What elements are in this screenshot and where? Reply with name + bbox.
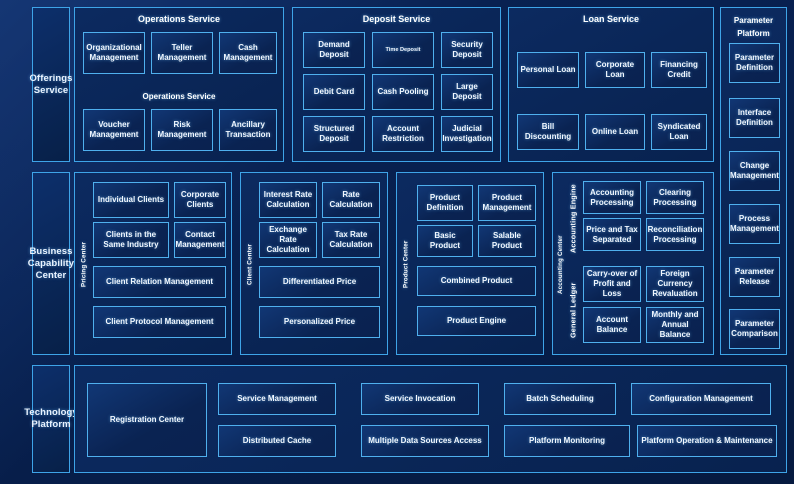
cell-service-invocation[interactable]: Service Invocation [361,383,479,415]
cell-voucher-management[interactable]: Voucher Management [83,109,145,151]
cell-multiple-data-sources-access[interactable]: Multiple Data Sources Access [361,425,489,457]
cell-foreign-currency-revaluation[interactable]: Foreign Currency Revaluation [646,266,704,302]
panel-operations-service-title: Operations Service [137,14,221,24]
cell-client-relation-management[interactable]: Client Relation Management [93,266,226,298]
cell-basic-product[interactable]: Basic Product [417,225,473,257]
cell-time-deposit[interactable]: Time Deposit [372,32,434,68]
band-offerings-service: Operations Service Operations Service Or… [74,7,714,162]
cell-ancillary-transaction[interactable]: Ancillary Transaction [219,109,277,151]
cell-change-management[interactable]: Change Management [729,151,780,191]
cell-platform-operation-and-maintenance[interactable]: Platform Operation & Maintenance [637,425,777,457]
cell-syndicated-loan[interactable]: Syndicated Loan [651,114,707,150]
cell-account-restriction[interactable]: Account Restriction [372,116,434,152]
sidebar-band-business-capability-center-label: Business Capability Center [28,246,74,282]
cell-teller-management[interactable]: Teller Management [151,32,213,74]
cell-account-balance[interactable]: Account Balance [583,307,641,343]
cell-rate-calculation[interactable]: Rate Calculation [322,182,380,218]
cell-security-deposit[interactable]: Security Deposit [441,32,493,68]
cell-reconciliation-processing[interactable]: Reconciliation Processing [646,218,704,251]
sidebar-band-offerings-service[interactable]: Offerings Service [29,7,72,162]
cell-demand-deposit[interactable]: Demand Deposit [303,32,365,68]
cell-registration-center[interactable]: Registration Center [87,383,207,457]
cell-accounting-processing[interactable]: Accounting Processing [583,181,641,214]
cell-process-management[interactable]: Process Management [729,204,780,244]
panel-product-center-vertical-label: Product Center [402,240,410,289]
cell-corporate-loan[interactable]: Corporate Loan [585,52,645,88]
cell-service-management[interactable]: Service Management [218,383,336,415]
cell-tax-rate-calculation[interactable]: Tax Rate Calculation [322,222,380,258]
cell-risk-management[interactable]: Risk Management [151,109,213,151]
cell-product-definition[interactable]: Product Definition [417,185,473,221]
cell-carry-over-of-profit-and-loss[interactable]: Carry-over of Profit and Loss [583,266,641,302]
cell-parameter-release[interactable]: Parameter Release [729,257,780,297]
panel-operations-service[interactable]: Operations Service Operations Service Or… [74,7,284,162]
panel-product-center[interactable]: Product Center Product Definition Produc… [396,172,544,355]
cell-product-management[interactable]: Product Management [478,185,536,221]
cell-parameter-comparison[interactable]: Parameter Comparison [729,309,780,349]
cell-interest-rate-calculation[interactable]: Interest Rate Calculation [259,182,317,218]
cell-organizational-management[interactable]: Organizational Management [83,32,145,74]
cell-salable-product[interactable]: Salable Product [478,225,536,257]
label-line: Technology [24,407,78,418]
cell-parameter-definition[interactable]: Parameter Definition [729,43,780,83]
panel-operations-service-secondary-title: Operations Service [142,92,216,101]
cell-cash-pooling[interactable]: Cash Pooling [372,74,434,110]
cell-debit-card[interactable]: Debit Card [303,74,365,110]
cell-bill-discounting[interactable]: Bill Discounting [517,114,579,150]
label-line: Center [35,269,67,281]
cell-contact-management[interactable]: Contact Management [174,222,226,258]
panel-accounting-center-vertical-label: Accounting Center [557,235,564,294]
cell-corporate-clients[interactable]: Corporate Clients [174,182,226,218]
cell-clients-in-the-same-industry[interactable]: Clients in the Same Industry [93,222,169,258]
label-line: Platform [31,419,71,430]
cell-large-deposit[interactable]: Large Deposit [441,74,493,110]
label-line: Capability [27,257,75,269]
sidebar-band-technology-platform-label: Technology Platform [24,407,78,431]
panel-general-ledger-vertical-label: General Ledger [568,282,578,339]
cell-monthly-and-annual-balance[interactable]: Monthly and Annual Balance [646,307,704,343]
cell-individual-clients[interactable]: Individual Clients [93,182,169,218]
cell-personal-loan[interactable]: Personal Loan [517,52,579,88]
cell-judicial-investigation[interactable]: Judicial Investigation [441,116,493,152]
band-technology-platform[interactable]: Registration Center Service Management S… [74,365,787,473]
panel-loan-service[interactable]: Loan Service Personal Loan Corporate Loa… [508,7,714,162]
cell-financing-credit[interactable]: Financing Credit [651,52,707,88]
cell-client-protocol-management[interactable]: Client Protocol Management [93,306,226,338]
cell-interface-definition[interactable]: Interface Definition [729,98,780,138]
rail-parameter-platform[interactable]: Parameter Platform Parameter Definition … [720,7,787,355]
panel-pricing-center[interactable]: Pricing Center Individual Clients Corpor… [74,172,232,355]
panel-accounting-center[interactable]: Accounting Center Accounting Engine Gene… [552,172,714,355]
panel-client-center[interactable]: Client Center Interest Rate Calculation … [240,172,388,355]
cell-configuration-management[interactable]: Configuration Management [631,383,771,415]
sidebar-band-technology-platform[interactable]: Technology Platform [24,365,78,473]
cell-differentiated-price[interactable]: Differentiated Price [259,266,380,298]
cell-product-engine[interactable]: Product Engine [417,306,536,336]
cell-structured-deposit[interactable]: Structured Deposit [303,116,365,152]
label-line: Platform [737,29,770,38]
cell-batch-scheduling[interactable]: Batch Scheduling [504,383,616,415]
panel-deposit-service-title: Deposit Service [362,14,431,24]
cell-online-loan[interactable]: Online Loan [585,114,645,150]
panel-client-center-vertical-label: Client Center [246,243,254,286]
label-line: Parameter [733,16,774,25]
label-line: Offerings [29,72,73,84]
cell-exchange-rate-calculation[interactable]: Exchange Rate Calculation [259,222,317,258]
label-line: Service [33,84,69,96]
cell-distributed-cache[interactable]: Distributed Cache [218,425,336,457]
panel-loan-service-title: Loan Service [582,14,640,24]
label-line: Business [29,245,73,257]
sidebar-band-offerings-service-label: Offerings Service [29,73,72,97]
sidebar-band-business-capability-center[interactable]: Business Capability Center [28,172,74,355]
cell-cash-management[interactable]: Cash Management [219,32,277,74]
cell-personalized-price[interactable]: Personalized Price [259,306,380,338]
band-business-capability-center: Pricing Center Individual Clients Corpor… [74,172,714,355]
panel-deposit-service[interactable]: Deposit Service Demand Deposit Time Depo… [292,7,501,162]
cell-platform-monitoring[interactable]: Platform Monitoring [504,425,630,457]
rail-parameter-platform-title: Parameter Platform [721,14,786,40]
cell-price-and-tax-separated[interactable]: Price and Tax Separated [583,218,641,251]
panel-pricing-center-vertical-label: Pricing Center [80,241,88,288]
cell-combined-product[interactable]: Combined Product [417,266,536,296]
cell-clearing-processing[interactable]: Clearing Processing [646,181,704,214]
panel-accounting-engine-vertical-label: Accounting Engine [568,184,578,254]
